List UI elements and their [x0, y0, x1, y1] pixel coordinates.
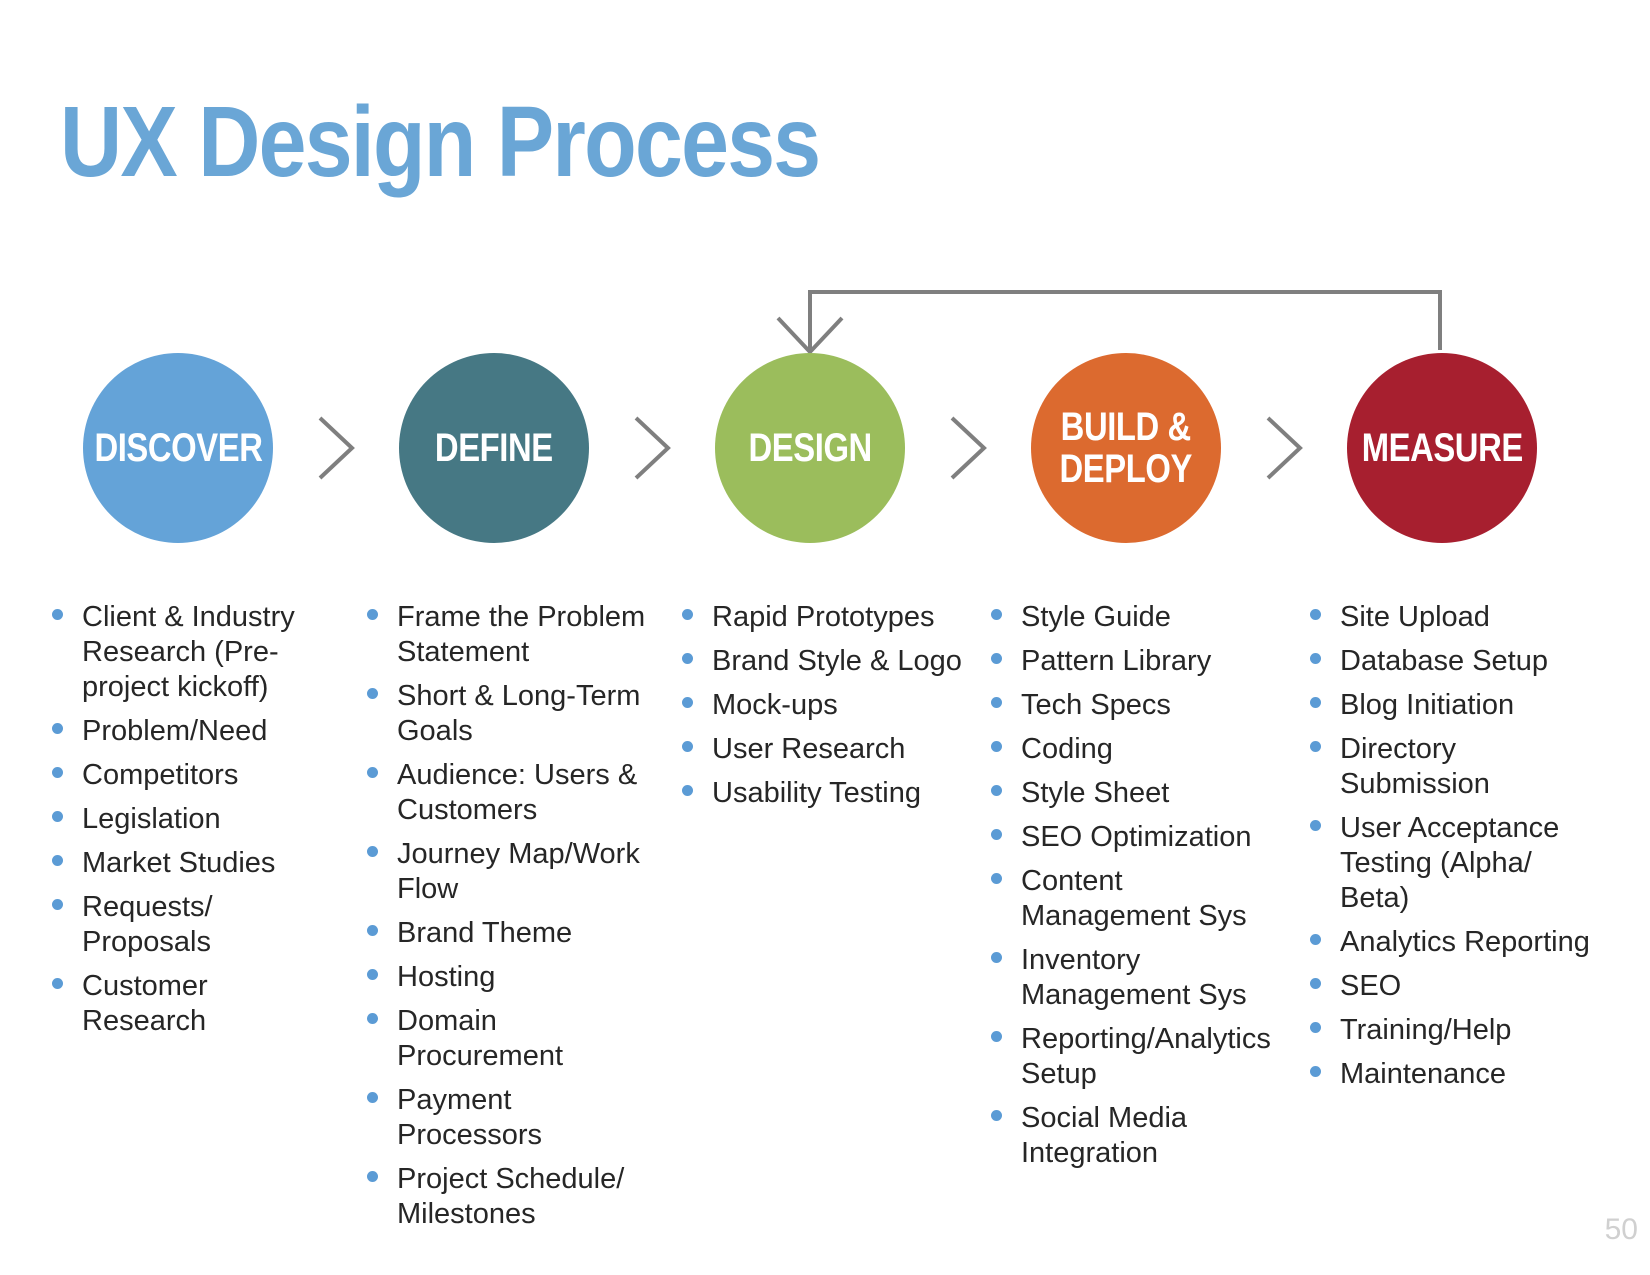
list-item: User Acceptance Testing (Alpha/ Beta): [1310, 811, 1600, 916]
list-item: Content Management Sys: [991, 864, 1291, 934]
list-item: Brand Style & Logo: [682, 644, 967, 679]
stage-define: DEFINE: [399, 353, 589, 543]
stage-build-deploy: BUILD & DEPLOY: [1031, 353, 1221, 543]
page-title: UX Design Process: [60, 86, 821, 198]
list-item: Training/Help: [1310, 1013, 1600, 1048]
chevron-right-icon: [1266, 416, 1303, 480]
list-item: Payment Processors: [367, 1083, 657, 1153]
list-item: Hosting: [367, 960, 657, 995]
stage-define-label: DEFINE: [435, 426, 553, 470]
list-item: Pattern Library: [991, 644, 1291, 679]
list-item: Project Schedule/ Milestones: [367, 1162, 657, 1232]
list-item: Database Setup: [1310, 644, 1600, 679]
measure-list: Site Upload Database Setup Blog Initiati…: [1310, 600, 1600, 1101]
list-item: Legislation: [52, 802, 314, 837]
stage-measure: MEASURE: [1347, 353, 1537, 543]
stage-build-deploy-label: BUILD & DEPLOY: [1059, 405, 1193, 491]
list-item: Rapid Prototypes: [682, 600, 967, 635]
list-item: Social Media Integration: [991, 1101, 1291, 1171]
define-list: Frame the Problem Statement Short & Long…: [367, 600, 657, 1241]
list-item: Problem/Need: [52, 714, 314, 749]
list-item: Coding: [991, 732, 1291, 767]
stage-measure-label: MEASURE: [1361, 426, 1523, 470]
list-item: Inventory Management Sys: [991, 943, 1291, 1013]
list-item: Journey Map/Work Flow: [367, 837, 657, 907]
loop-arrowhead: [776, 316, 844, 355]
list-item: Style Guide: [991, 600, 1291, 635]
list-item: Analytics Reporting: [1310, 925, 1600, 960]
list-item: Style Sheet: [991, 776, 1291, 811]
chevron-right-icon: [634, 416, 671, 480]
chevron-right-icon: [318, 416, 355, 480]
design-list: Rapid Prototypes Brand Style & Logo Mock…: [682, 600, 967, 820]
list-item: SEO: [1310, 969, 1600, 1004]
process-flow: [318, 290, 1442, 480]
list-item: Requests/ Proposals: [52, 890, 314, 960]
list-item: Directory Submission: [1310, 732, 1600, 802]
list-item: Usability Testing: [682, 776, 967, 811]
list-item: Market Studies: [52, 846, 314, 881]
list-item: Customer Research: [52, 969, 314, 1039]
build-deploy-list: Style Guide Pattern Library Tech Specs C…: [991, 600, 1291, 1180]
list-item: Tech Specs: [991, 688, 1291, 723]
discover-list: Client & Industry Research (Pre-project …: [52, 600, 314, 1048]
stage-discover: DISCOVER: [83, 353, 273, 543]
list-item: Domain Procurement: [367, 1004, 657, 1074]
loop-back-arrow: [808, 290, 1442, 350]
page-number: 50: [1604, 1213, 1638, 1246]
list-item: Site Upload: [1310, 600, 1600, 635]
list-item: Frame the Problem Statement: [367, 600, 657, 670]
list-item: Reporting/Analytics Setup: [991, 1022, 1291, 1092]
list-item: Blog Initiation: [1310, 688, 1600, 723]
stage-design-label: DESIGN: [748, 426, 872, 470]
list-item: Brand Theme: [367, 916, 657, 951]
list-item: User Research: [682, 732, 967, 767]
list-item: Mock-ups: [682, 688, 967, 723]
list-item: SEO Optimization: [991, 820, 1291, 855]
list-item: Client & Industry Research (Pre-project …: [52, 600, 314, 705]
list-item: Maintenance: [1310, 1057, 1600, 1092]
stage-discover-label: DISCOVER: [93, 426, 263, 470]
chevron-right-icon: [950, 416, 987, 480]
list-item: Competitors: [52, 758, 314, 793]
list-item: Short & Long-Term Goals: [367, 679, 657, 749]
list-item: Audience: Users & Customers: [367, 758, 657, 828]
stage-design: DESIGN: [715, 353, 905, 543]
